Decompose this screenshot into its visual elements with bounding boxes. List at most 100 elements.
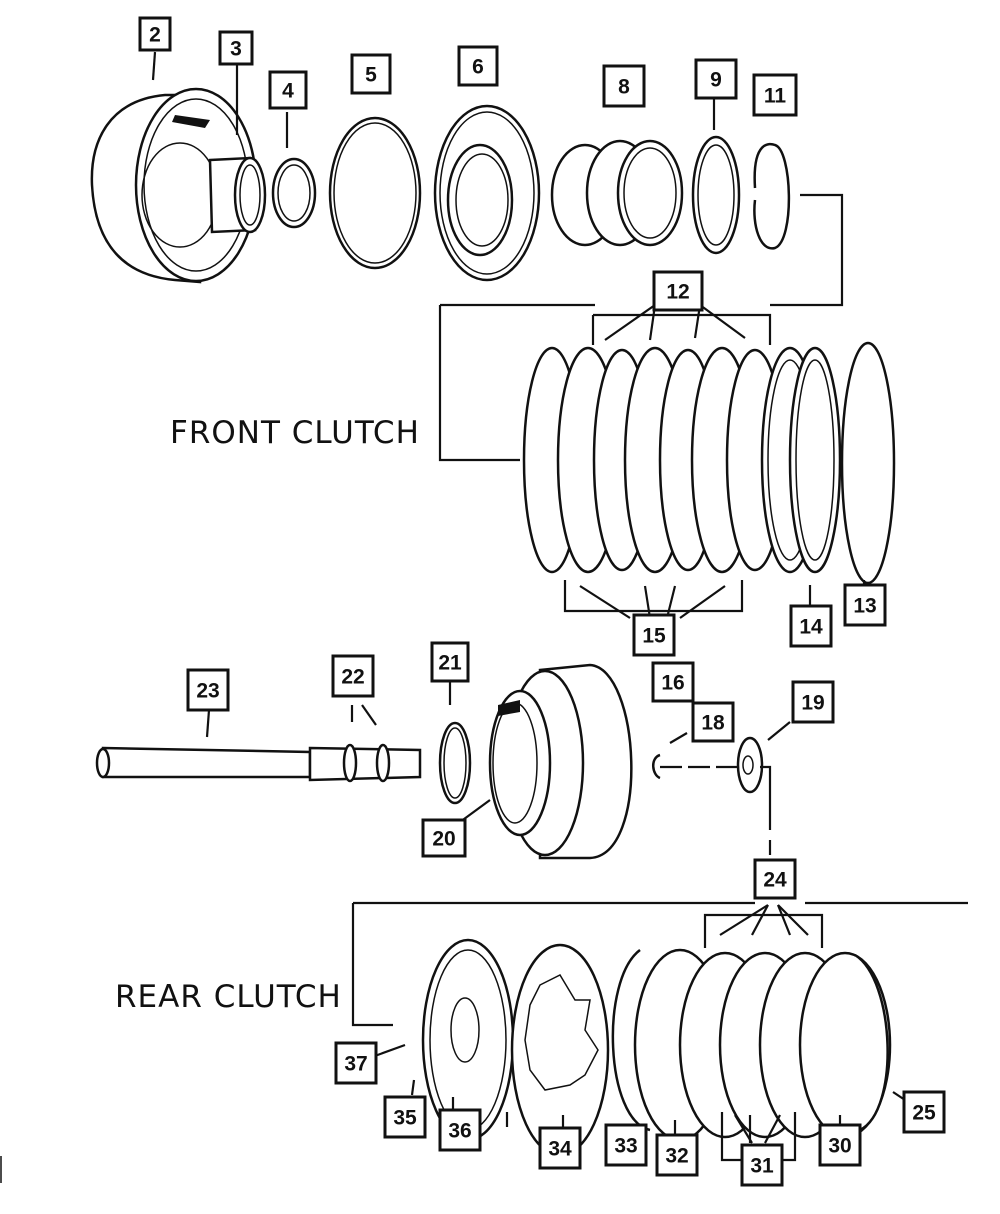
callout-22: 22 bbox=[331, 654, 375, 698]
callout-2: 2 bbox=[138, 16, 172, 52]
callout-11: 11 bbox=[752, 73, 798, 117]
callout-number: 31 bbox=[750, 1155, 774, 1178]
callout-number: 23 bbox=[196, 680, 219, 703]
callout-box bbox=[632, 613, 676, 657]
callout-box bbox=[331, 654, 375, 698]
callout-20: 20 bbox=[421, 818, 467, 858]
callout-number: 16 bbox=[661, 672, 684, 695]
callout-box bbox=[651, 661, 695, 703]
callout-30: 30 bbox=[818, 1123, 862, 1167]
callout-box bbox=[753, 858, 797, 900]
front-clutch-pack bbox=[522, 341, 896, 585]
callout-box bbox=[740, 1143, 784, 1187]
callout-box bbox=[218, 30, 254, 66]
callout-number: 19 bbox=[801, 692, 824, 715]
callout-3: 3 bbox=[218, 30, 254, 66]
callout-35: 35 bbox=[383, 1095, 427, 1139]
leader-lines bbox=[0, 51, 968, 1183]
callout-34: 34 bbox=[538, 1126, 582, 1170]
callout-box bbox=[421, 818, 467, 858]
callout-21: 21 bbox=[430, 641, 470, 683]
callout-8: 8 bbox=[602, 64, 646, 108]
callout-6: 6 bbox=[457, 45, 499, 87]
callout-box bbox=[334, 1041, 378, 1085]
callout-box bbox=[383, 1095, 427, 1139]
part-input-shaft bbox=[95, 743, 422, 783]
callout-number: 2 bbox=[149, 24, 161, 47]
callout-box bbox=[350, 53, 392, 95]
callout-box bbox=[438, 1108, 482, 1152]
callout-box bbox=[186, 668, 230, 712]
callout-number: 9 bbox=[710, 69, 722, 92]
callout-box bbox=[604, 1123, 648, 1167]
callout-number: 14 bbox=[799, 616, 823, 639]
callout-number: 24 bbox=[763, 869, 787, 892]
part-return-spring bbox=[550, 139, 684, 247]
callout-number: 6 bbox=[472, 56, 484, 79]
callout-box bbox=[843, 583, 887, 627]
callout-box bbox=[138, 16, 172, 52]
callout-18: 18 bbox=[691, 701, 735, 743]
callout-16: 16 bbox=[651, 661, 695, 703]
callout-5: 5 bbox=[350, 53, 392, 95]
callout-number: 33 bbox=[614, 1135, 637, 1158]
callout-number: 36 bbox=[448, 1120, 471, 1143]
callout-4: 4 bbox=[268, 70, 308, 110]
callout-37: 37 bbox=[334, 1041, 378, 1085]
callout-number: 3 bbox=[230, 38, 242, 61]
callout-number: 12 bbox=[666, 281, 689, 304]
part-piston bbox=[433, 104, 541, 282]
callout-box bbox=[789, 604, 833, 648]
callout-number: 25 bbox=[912, 1102, 936, 1125]
callout-14: 14 bbox=[789, 604, 833, 648]
callout-number: 15 bbox=[642, 625, 666, 648]
callout-number: 13 bbox=[853, 595, 876, 618]
callout-box bbox=[652, 270, 704, 312]
callout-number: 32 bbox=[665, 1145, 688, 1168]
callout-box bbox=[430, 641, 470, 683]
callout-box bbox=[602, 64, 646, 108]
callout-box bbox=[902, 1090, 946, 1134]
callout-box bbox=[752, 73, 798, 117]
rear-clutch-title: REAR CLUTCH bbox=[115, 979, 342, 1015]
callout-number: 34 bbox=[548, 1138, 572, 1161]
part-spring-34 bbox=[510, 943, 610, 1157]
callout-number: 37 bbox=[344, 1053, 367, 1076]
part-rear-clutch-retainer bbox=[488, 663, 633, 860]
part-front-clutch-retainer bbox=[90, 87, 258, 284]
callout-number: 22 bbox=[341, 666, 364, 689]
callout-32: 32 bbox=[655, 1133, 699, 1177]
part-spring-retainer bbox=[691, 135, 741, 255]
callout-box bbox=[655, 1133, 699, 1177]
rear-clutch-plates bbox=[611, 948, 892, 1142]
callout-13: 13 bbox=[843, 583, 887, 627]
callout-23: 23 bbox=[186, 668, 230, 712]
callout-12: 12 bbox=[652, 270, 704, 312]
callout-number: 8 bbox=[618, 76, 630, 99]
callout-number: 20 bbox=[432, 828, 455, 851]
callout-31: 31 bbox=[740, 1143, 784, 1187]
callout-number: 5 bbox=[365, 64, 377, 87]
callout-24: 24 bbox=[753, 858, 797, 900]
callout-19: 19 bbox=[791, 680, 835, 724]
callout-number: 21 bbox=[438, 652, 462, 675]
front-clutch-title: FRONT CLUTCH bbox=[170, 415, 420, 451]
part-hub bbox=[208, 156, 267, 234]
part-seal-ring-small bbox=[271, 157, 317, 229]
callout-number: 4 bbox=[282, 80, 294, 103]
part-snap-ring-top bbox=[753, 142, 791, 250]
callout-number: 18 bbox=[701, 712, 725, 735]
callout-number: 30 bbox=[828, 1135, 851, 1158]
part-snap-ring-16 bbox=[652, 753, 661, 780]
callout-box bbox=[694, 58, 738, 100]
part-o-ring-large bbox=[328, 116, 422, 270]
callout-box bbox=[691, 701, 735, 743]
part-thrust-washer-19 bbox=[736, 736, 764, 794]
callout-33: 33 bbox=[604, 1123, 648, 1167]
callout-box bbox=[538, 1126, 582, 1170]
callout-15: 15 bbox=[632, 613, 676, 657]
callout-box bbox=[791, 680, 835, 724]
callout-9: 9 bbox=[694, 58, 738, 100]
callout-36: 36 bbox=[438, 1108, 482, 1152]
